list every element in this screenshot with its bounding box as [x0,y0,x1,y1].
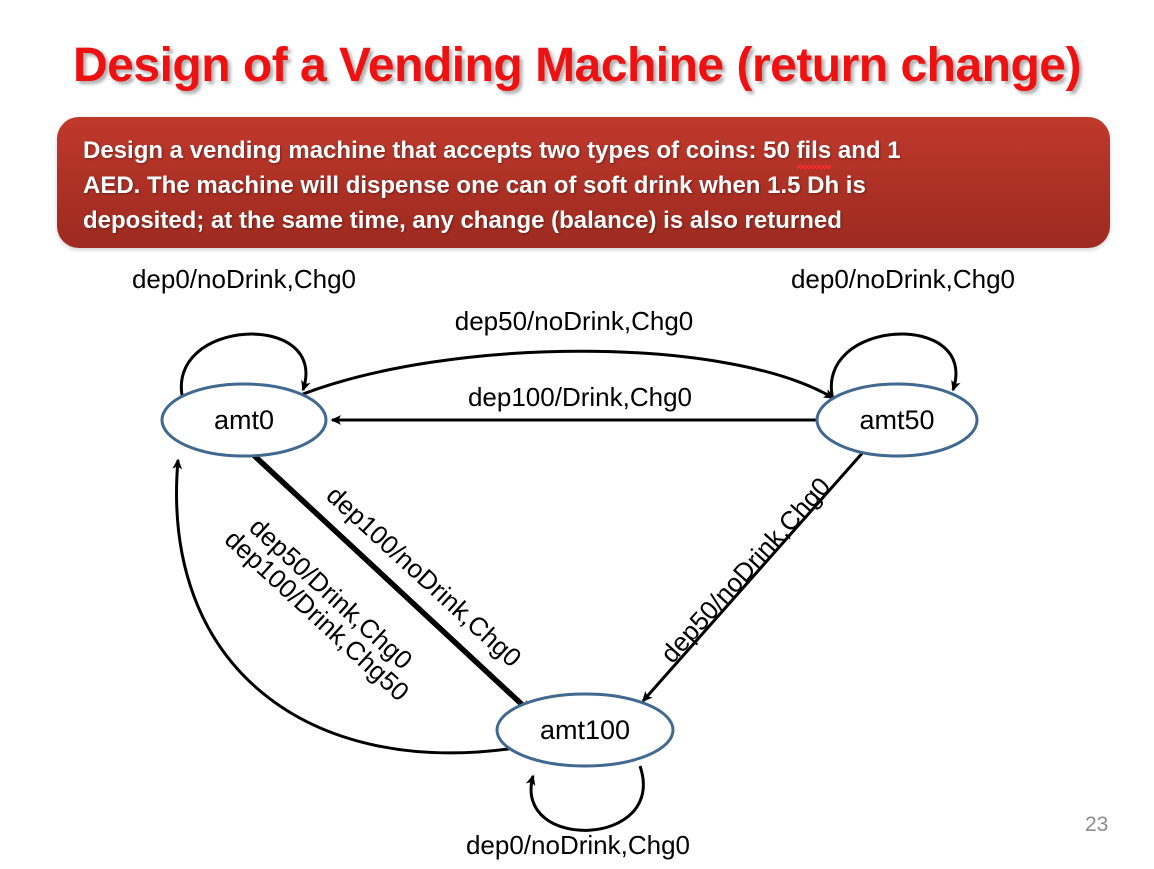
edge-label-amt0-to-amt50: dep50/noDrink,Chg0 [455,306,694,336]
edge-label-amt50-self: dep0/noDrink,Chg0 [791,264,1015,294]
description-line1-part2: and 1 [831,137,901,164]
edge-amt0-to-amt50 [297,349,835,400]
misspelled-word: fils [796,133,831,169]
edge-label-amt50-to-amt100: dep50/noDrink,Chg0 [654,471,836,668]
page-title: Design of a Vending Machine (return chan… [73,39,1081,92]
state-label-amt0: amt0 [214,405,274,435]
edge-amt0-self [179,332,311,401]
description-line2: AED. The machine will dispense one can o… [83,172,866,199]
state-node-amt100[interactable]: amt100 [495,692,675,768]
description-line1-part1: Design a vending machine that accepts tw… [83,137,797,164]
edge-label-amt100-self: dep0/noDrink,Chg0 [466,830,690,860]
edge-amt50-to-amt100 [641,449,867,703]
edge-amt0-to-amt100 [244,445,532,715]
state-node-amt0[interactable]: amt0 [160,382,328,458]
description-box: Design a vending machine that accepts tw… [57,117,1110,248]
page-number: 23 [1085,813,1109,836]
description-line3: deposited; at the same time, any change … [83,207,842,234]
state-label-amt100: amt100 [540,715,630,745]
state-label-amt50: amt50 [859,405,934,435]
edge-label-amt50-to-amt0: dep100/Drink,Chg0 [468,382,692,412]
state-node-amt50[interactable]: amt50 [815,382,979,458]
edge-label-amt0-self: dep0/noDrink,Chg0 [132,264,356,294]
edge-amt50-self [829,332,961,401]
state-diagram: amt0 amt50 amt100 dep0/noDrink,Chg0 dep0… [0,248,1154,869]
edge-amt100-self [525,765,645,832]
edge-amt100-to-amt0 [172,458,516,755]
description-text: Design a vending machine that accepts tw… [83,133,1084,238]
